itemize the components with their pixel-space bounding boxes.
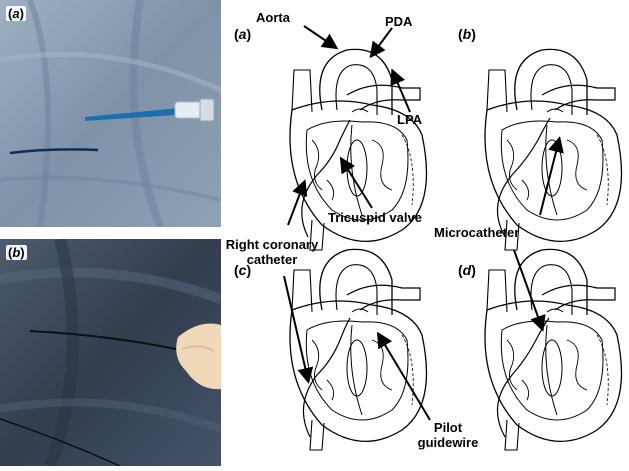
panel-a-tag: (a) (234, 26, 251, 42)
arrow-tricuspid-valve (342, 160, 372, 208)
photo-a-image (0, 0, 221, 227)
panel-d-tag: (d) (458, 262, 476, 278)
label-right-coronary-line1: Right coronary (212, 237, 332, 252)
arrow-pilot-guidewire (379, 335, 430, 420)
heart-d (485, 249, 622, 450)
label-microcatheter: Microcatheter (434, 225, 519, 240)
photo-a: (a) (0, 0, 221, 227)
catheter-path-c (303, 318, 350, 437)
label-lpa: LPA (397, 112, 422, 127)
heart-diagram-drawing (222, 0, 629, 466)
label-aorta: Aorta (256, 10, 290, 25)
heart-c (290, 249, 427, 450)
label-tricuspid-valve: Tricuspid valve (328, 210, 422, 225)
heart-b (485, 49, 622, 250)
label-pilot-guidewire: Pilot guidewire (408, 420, 488, 450)
panel-b-tag: (b) (458, 26, 476, 42)
photo-b: (b) (0, 239, 221, 466)
label-right-coronary-catheter: Right coronary catheter (212, 237, 332, 267)
photo-a-tag: (a) (6, 6, 26, 21)
catheter-path-d (497, 318, 549, 437)
photo-b-image (0, 239, 221, 466)
photo-b-tag: (b) (6, 245, 27, 260)
label-pilot-line1: Pilot (408, 420, 488, 435)
arrow-lpa (393, 72, 410, 112)
arrow-aorta (304, 26, 335, 47)
arrow-pda (372, 28, 392, 55)
heart-diagram: (a) (b) (c) (d) Aorta PDA LPA Tricuspid … (222, 0, 629, 466)
label-pda: PDA (385, 14, 412, 29)
arrow-right-coronary (284, 276, 308, 380)
arrow-microcatheter-d (514, 250, 542, 328)
label-pilot-line2: guidewire (408, 435, 488, 450)
label-right-coronary-line2: catheter (212, 252, 332, 267)
